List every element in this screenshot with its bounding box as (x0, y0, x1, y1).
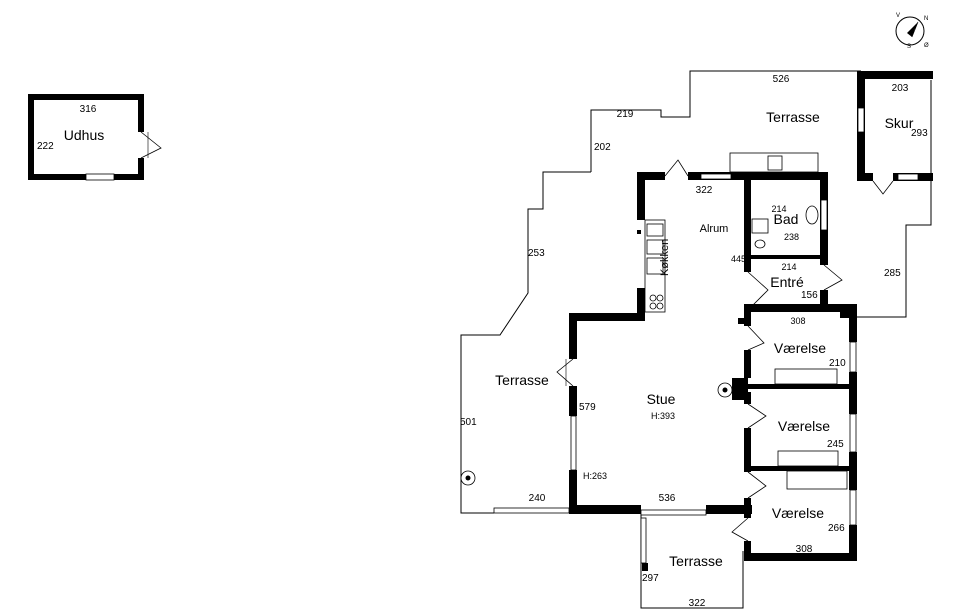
skur-window (897, 173, 919, 181)
room-terrasse-top: Terrasse (766, 109, 820, 125)
dim-stue-536: 536 (659, 493, 676, 504)
dim-219: 219 (617, 109, 634, 120)
dim-alrum-322: 322 (696, 185, 713, 196)
dim-bad-214: 214 (771, 204, 786, 214)
dim-240: 240 (529, 493, 546, 504)
room-terrasse-bottom: Terrasse (669, 553, 723, 569)
skur-door (872, 180, 894, 195)
dim-tb-297: 297 (642, 573, 659, 584)
windows (493, 173, 857, 571)
doors (556, 159, 843, 542)
dim-udhus-h: 222 (37, 141, 54, 152)
room-bad: Bad (774, 211, 799, 227)
dim-253: 253 (528, 248, 545, 259)
udhus-building (28, 94, 162, 181)
dim-entre-214: 214 (781, 262, 796, 272)
udhus-window (85, 173, 115, 181)
room-entre: Entré (770, 274, 804, 290)
dim-stue-h393: H:393 (651, 411, 675, 421)
dim-501: 501 (460, 417, 477, 428)
dim-202: 202 (594, 142, 611, 153)
dim-tb-322: 322 (689, 598, 706, 609)
room-vaerelse-1: Værelse (774, 340, 826, 356)
dim-stue-h263: H:263 (583, 471, 607, 481)
room-alrum: Alrum (700, 223, 729, 235)
room-terrasse-left: Terrasse (495, 372, 549, 388)
room-skur: Skur (885, 115, 914, 131)
dim-skur-w: 203 (892, 83, 909, 94)
dim-v3-266: 266 (828, 523, 845, 534)
room-vaerelse-3: Værelse (772, 505, 824, 521)
bedroom-furniture (774, 368, 848, 490)
compass-s: S (907, 44, 911, 50)
kitchen-counter (644, 219, 666, 313)
room-stue: Stue (647, 391, 676, 407)
dim-v2-245: 245 (827, 439, 844, 450)
dim-v1-210: 210 (829, 358, 846, 369)
dim-bad-238: 238 (784, 232, 799, 242)
stove-icon (717, 382, 733, 398)
dim-alrum-445: 445 (731, 254, 746, 264)
compass-n: N (924, 16, 928, 22)
dim-v3-308: 308 (796, 544, 813, 555)
room-vaerelse-2: Værelse (778, 418, 830, 434)
udhus-door (140, 131, 162, 159)
compass-o: Ø (924, 43, 929, 49)
dim-v1-308: 308 (790, 316, 805, 326)
room-udhus: Udhus (64, 127, 104, 143)
dim-udhus-w: 316 (80, 104, 97, 115)
compass-icon: N V Ø S (895, 13, 929, 50)
dim-skur-h: 293 (911, 128, 928, 139)
skur-building (857, 71, 933, 195)
bathroom-fixtures (729, 152, 819, 249)
dim-terrasse-top-w: 526 (773, 74, 790, 85)
dim-entre-156: 156 (801, 290, 818, 301)
room-kokken: Køkken (659, 239, 671, 276)
compass-v: V (896, 13, 900, 19)
skur-window-left (857, 107, 865, 133)
dim-stue-579: 579 (579, 402, 596, 413)
dim-285: 285 (884, 268, 901, 279)
outdoor-stove-icon (460, 470, 476, 486)
